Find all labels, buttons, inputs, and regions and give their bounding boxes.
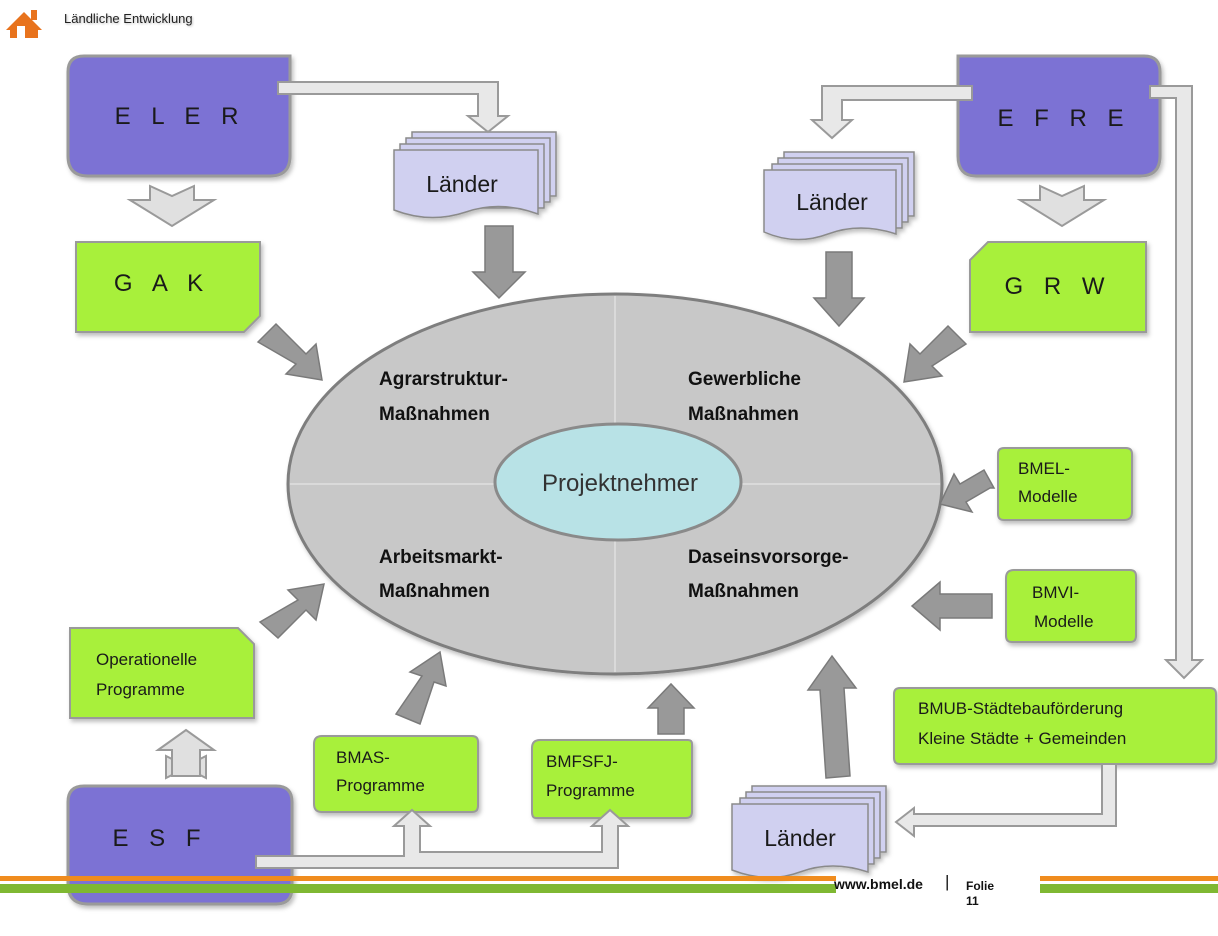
arrow-lander-right-to-ellipse: [812, 251, 866, 328]
lander-top-right-label: Länder: [796, 189, 868, 215]
bmub-line1: BMUB-Städtebauförderung: [918, 699, 1123, 718]
bmas-line1: BMAS-: [336, 748, 390, 767]
arrow-operationelle-to-ellipse: [258, 583, 325, 640]
esf-label: E S F: [112, 825, 207, 852]
bmfsfj-line2: Programme: [546, 781, 635, 800]
bmub-box: [893, 687, 1217, 765]
footer-separator: |: [945, 872, 950, 891]
quadrant-gewerb-line2: Maßnahmen: [688, 404, 799, 425]
connector-efre-to-lander: [809, 85, 973, 140]
bmel-line1: BMEL-: [1018, 459, 1070, 478]
arrow-lander-bottom-to-ellipse: [806, 654, 858, 779]
connector-bmub-to-lander: [894, 763, 1117, 839]
lander-bottom-label: Länder: [764, 825, 836, 851]
footer-folie-label: Folie: [966, 879, 995, 893]
center-label: Projektnehmer: [542, 470, 698, 497]
arrow-grw-to-ellipse: [903, 324, 968, 383]
operationelle-programme-line1: Operationelle: [96, 650, 197, 669]
arrow-efre-to-grw: [1016, 184, 1108, 228]
bmel-line2: Modelle: [1018, 487, 1078, 506]
footer-url-link[interactable]: www.bmel.de: [834, 876, 923, 892]
center-ellipse: [493, 422, 743, 542]
arrow-eler-to-gak: [126, 184, 218, 228]
lander-bottom-stack: [731, 785, 887, 879]
operationelle-programme-box: [69, 627, 255, 719]
connector-esf-to-programmes: [255, 808, 631, 869]
gak-label: G A K: [114, 270, 210, 297]
header-title: Ländliche Entwicklung: [64, 11, 193, 26]
eler-label: E L E R: [115, 103, 246, 130]
quadrant-agrar-line2: Maßnahmen: [379, 404, 490, 425]
arrow-bmel-to-ellipse: [938, 468, 996, 514]
quadrant-gewerb-line1: Gewerbliche: [688, 369, 801, 390]
footer-lines-left: [0, 876, 836, 893]
bmvi-line1: BMVI-: [1032, 583, 1079, 602]
bmvi-line2: Modelle: [1034, 612, 1094, 631]
quadrant-dasein-line1: Daseinsvorsorge-: [688, 547, 849, 568]
efre-label: E F R E: [997, 105, 1130, 132]
grw-box: [969, 241, 1147, 333]
arrow-bmfsfj-to-ellipse: [646, 682, 696, 735]
footer-slide-number: Folie 11: [966, 879, 994, 909]
bmas-box: [313, 735, 479, 813]
gak-box: [75, 241, 261, 333]
eler-box: [66, 54, 292, 178]
quadrant-arbeit-line1: Arbeitsmarkt-: [379, 547, 503, 568]
house-logo-icon: [6, 10, 42, 38]
connector-efre-to-bmub: [1149, 85, 1205, 680]
lander-top-left-stack: [393, 131, 557, 219]
arrow-bmas-to-ellipse: [394, 650, 447, 726]
footer-page-number: 11: [966, 894, 979, 908]
bmel-box: [997, 447, 1133, 521]
lander-top-left-label: Länder: [426, 171, 498, 197]
bmvi-box: [1005, 569, 1137, 643]
lander-top-right-stack: [763, 151, 915, 241]
quadrant-agrar-line1: Agrarstruktur-: [379, 369, 508, 390]
bmas-line2: Programme: [336, 776, 425, 795]
bmub-line2: Kleine Städte + Gemeinden: [918, 729, 1126, 748]
quadrant-dasein-line2: Maßnahmen: [688, 581, 799, 602]
efre-box: [956, 54, 1162, 178]
arrow-lander-left-to-ellipse: [471, 225, 527, 300]
operationelle-programme-line2: Programme: [96, 680, 185, 699]
esf-box: [66, 784, 294, 906]
connector-eler-to-lander: [277, 81, 511, 134]
footer-lines-right: [1040, 876, 1218, 893]
grw-label: G R W: [1005, 273, 1112, 300]
arrow-gak-to-ellipse: [256, 322, 323, 381]
bmfsfj-box: [531, 739, 693, 819]
arrow-esf-to-operationelle: [154, 728, 218, 780]
arrow-bmvi-to-ellipse: [910, 580, 993, 632]
quadrant-arbeit-line2: Maßnahmen: [379, 581, 490, 602]
bmfsfj-line1: BMFSFJ-: [546, 752, 618, 771]
